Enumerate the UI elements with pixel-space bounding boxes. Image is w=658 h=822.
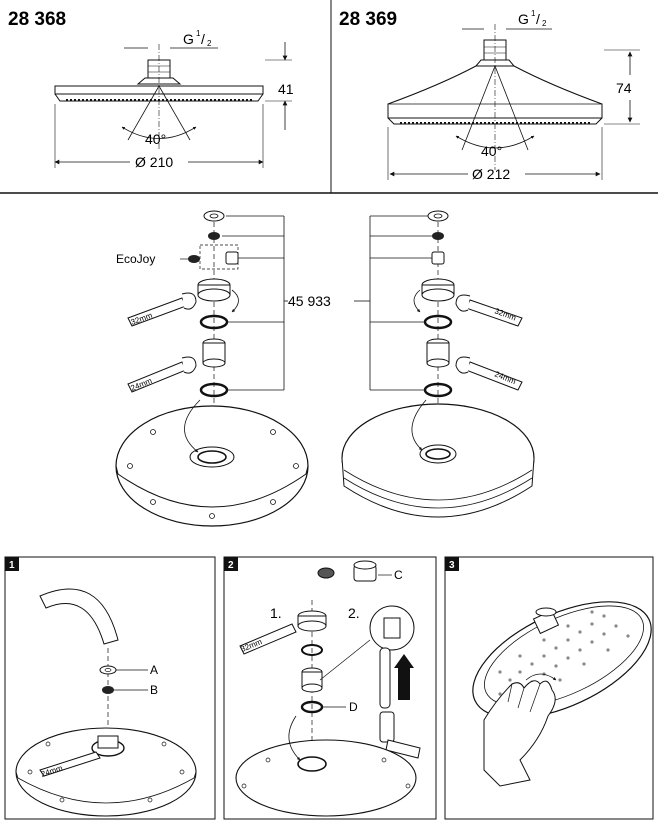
step-2-substep-2: 2. bbox=[348, 605, 360, 621]
step-2-panel: 2 C 1. 2. 32mm D bbox=[223, 556, 437, 820]
model-number-left: 28 368 bbox=[8, 9, 66, 30]
step-3-panel: 3 bbox=[444, 556, 654, 820]
gloved-hand bbox=[483, 673, 557, 787]
thread-den-left: 2 bbox=[207, 39, 212, 48]
part-number-label: 45 933 bbox=[288, 293, 331, 309]
svg-text:/: / bbox=[536, 11, 540, 27]
diameter-label-right: Ø 212 bbox=[472, 166, 510, 182]
angle-label-left: 40° bbox=[145, 131, 166, 147]
wrench-32mm-right: 32mm bbox=[455, 294, 523, 327]
wrench-label-24-left: 24mm bbox=[129, 376, 153, 393]
shower-plate-left bbox=[115, 399, 309, 527]
step-1-label-b: B bbox=[150, 683, 158, 697]
wrench-24mm-left: 24mm bbox=[127, 356, 197, 393]
thread-label-right: G bbox=[518, 11, 529, 27]
thread-den-right: 2 bbox=[542, 19, 547, 28]
exploded-left-column: EcoJoy 32mm 24mm bbox=[115, 210, 309, 527]
exploded-right-column: 32mm 24mm bbox=[341, 210, 535, 518]
top-dimension-section: 28 368 G 1 / 2 40° bbox=[0, 0, 658, 194]
model-28369-drawing: 28 369 G 1 / 2 40° bbox=[339, 9, 640, 182]
steps-section: 1 A B 24mm 2 bbox=[4, 556, 654, 820]
svg-text:/: / bbox=[201, 31, 205, 47]
step-2-substep-1: 1. bbox=[270, 605, 282, 621]
thread-label-left: G bbox=[183, 31, 194, 47]
upward-arrow-icon bbox=[394, 654, 414, 700]
thread-num-left: 1 bbox=[196, 29, 201, 38]
step-2-number: 2 bbox=[228, 560, 234, 571]
height-label-right: 74 bbox=[616, 80, 632, 96]
model-number-right: 28 369 bbox=[339, 9, 397, 30]
wrench-24mm-right: 24mm bbox=[455, 356, 523, 391]
wrench-32mm-left: 32mm bbox=[127, 292, 197, 327]
exploded-parts-view: EcoJoy 32mm 24mm bbox=[115, 210, 535, 527]
angle-label-right: 40° bbox=[481, 143, 502, 159]
step-1-label-a: A bbox=[150, 663, 158, 677]
diameter-label-left: Ø 210 bbox=[135, 154, 173, 170]
model-28368-drawing: 28 368 G 1 / 2 40° bbox=[8, 9, 294, 170]
step-3-number: 3 bbox=[449, 560, 455, 571]
shower-plate-right bbox=[341, 399, 535, 518]
thread-num-right: 1 bbox=[531, 9, 536, 18]
step-1-panel: 1 A B 24mm bbox=[4, 556, 216, 820]
step-1-number: 1 bbox=[9, 560, 15, 571]
height-label-left: 41 bbox=[278, 81, 294, 97]
step-2-label-c: C bbox=[394, 568, 403, 582]
ecojoy-label: EcoJoy bbox=[116, 252, 155, 266]
step-2-label-d: D bbox=[349, 700, 358, 714]
wrench-label-32-left: 32mm bbox=[130, 311, 154, 327]
